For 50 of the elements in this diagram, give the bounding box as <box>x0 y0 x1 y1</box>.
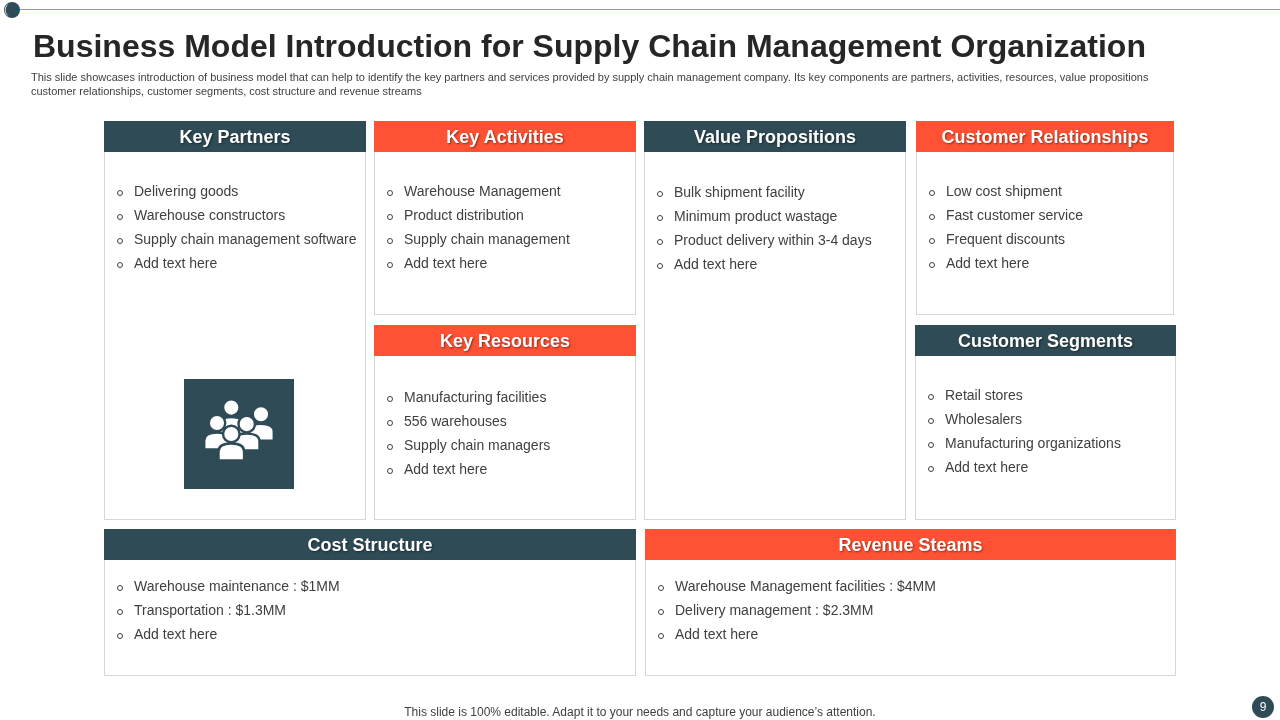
list-item-text: Delivery management : $2.3MM <box>675 602 874 619</box>
panel-header: Cost Structure <box>104 529 636 560</box>
list-item-text: Warehouse constructors <box>134 207 286 224</box>
panel-header: Key Partners <box>104 121 366 152</box>
list-item-text: Add text here <box>945 459 1029 476</box>
panel-header: Value Propositions <box>644 121 906 152</box>
panel-card <box>374 121 636 315</box>
panel-header: Revenue Steams <box>645 529 1176 560</box>
list-item-text: Fast customer service <box>946 207 1083 224</box>
panel-card <box>915 325 1176 520</box>
panel-card <box>374 325 636 520</box>
list-item-text: Frequent discounts <box>946 231 1066 248</box>
list-item-text: Supply chain management <box>404 231 570 248</box>
panel-header: Key Resources <box>374 325 636 356</box>
list-item-text: Warehouse Management <box>404 183 561 200</box>
list-item-text: Retail stores <box>945 387 1023 404</box>
panel-card <box>644 121 906 520</box>
list-item-text: Transportation : $1.3MM <box>134 602 286 619</box>
list-item-text: Supply chain management software <box>134 231 357 248</box>
list-item-text: Manufacturing facilities <box>404 389 547 406</box>
list-item-text: Add text here <box>404 255 488 272</box>
list-item-text: Warehouse maintenance : $1MM <box>134 578 340 595</box>
list-item-text: Bulk shipment facility <box>674 184 805 201</box>
panel-card <box>104 529 636 676</box>
list-item-text: Product distribution <box>404 207 524 224</box>
list-item-text: Wholesalers <box>945 411 1023 428</box>
list-item-text: Minimum product wastage <box>674 208 838 225</box>
list-item-text: 556 warehouses <box>404 413 507 430</box>
page-number: 9 <box>1252 696 1274 718</box>
list-item-text: Add text here <box>946 255 1030 272</box>
list-item-text: Supply chain managers <box>404 437 551 454</box>
subtitle-text: This slide showcases introduction of business model that can help to identify the key partners and services provided by supply chain management company. Its key components are partners, activities, resources, value propositions customer relationships, customer segments, cost structure and revenue streams <box>31 71 1150 98</box>
list-item-text: Add text here <box>674 256 758 273</box>
list-item-text: Add text here <box>134 255 218 272</box>
panel-header: Customer Segments <box>915 325 1176 356</box>
list-item-text: Add text here <box>675 626 759 643</box>
panel-card <box>104 121 366 520</box>
slide-title: Business Model Introduction for Supply Chain Management Organization <box>33 27 1146 65</box>
list-item-text: Manufacturing organizations <box>945 435 1121 452</box>
list-item-text: Low cost shipment <box>946 183 1062 200</box>
list-item-text: Add text here <box>134 626 218 643</box>
list-item-text: Add text here <box>404 461 488 478</box>
list-item-text: Delivering goods <box>134 183 239 200</box>
panel-header: Key Activities <box>374 121 636 152</box>
panel-header: Customer Relationships <box>916 121 1174 152</box>
list-item-text: Product delivery within 3-4 days <box>674 232 872 249</box>
panel-card <box>916 121 1174 315</box>
list-item-text: Warehouse Management facilities : $4MM <box>675 578 936 595</box>
footer-note: This slide is 100% editable. Adapt it to your needs and capture your audience’s attention. <box>403 705 877 719</box>
panel-card <box>645 529 1176 676</box>
